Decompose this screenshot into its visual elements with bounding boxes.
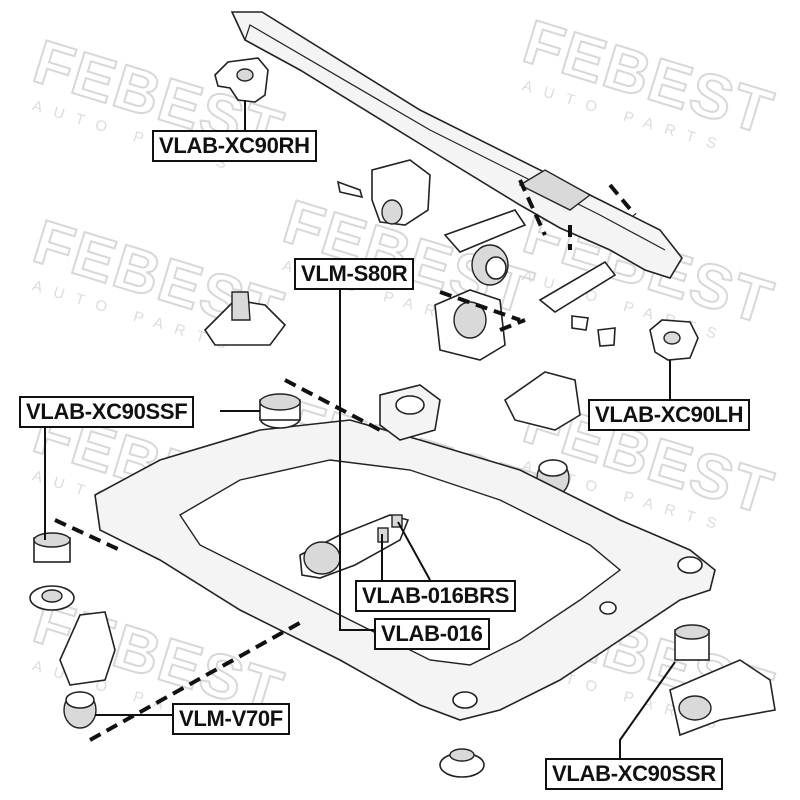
left-mount-bracket — [203, 291, 287, 346]
upper-rh-mount — [214, 57, 269, 103]
upper-crossmember — [230, 11, 683, 279]
part-label-vlab-xc90ssr: VLAB-XC90SSR — [545, 758, 723, 790]
part-label-vlm-s80r: VLM-S80R — [294, 258, 415, 290]
ssr-mount — [669, 624, 776, 737]
upper-lh-mount — [649, 319, 699, 361]
ssf-bushing-upper — [259, 393, 301, 429]
v70f-mount — [59, 611, 116, 729]
center-bushing — [434, 289, 506, 361]
part-label-vlab-xc90lh: VLAB-XC90LH — [588, 399, 751, 431]
part-label-vlab-xc90rh: VLAB-XC90RH — [152, 130, 317, 162]
part-label-vlab-016: VLAB-016 — [374, 618, 490, 650]
lower-rubber-pad — [439, 748, 485, 778]
front-subframe — [94, 384, 716, 721]
ssf-bushing-lower — [29, 532, 75, 611]
upper-mount-bracket — [336, 159, 617, 347]
center-torque-rod — [299, 514, 410, 579]
part-label-vlab-016brs: VLAB-016BRS — [355, 580, 517, 612]
part-label-vlm-v70f: VLM-V70F — [172, 703, 290, 735]
part-label-vlab-xc90ssf: VLAB-XC90SSF — [19, 396, 195, 428]
assembly-guides — [54, 179, 637, 742]
